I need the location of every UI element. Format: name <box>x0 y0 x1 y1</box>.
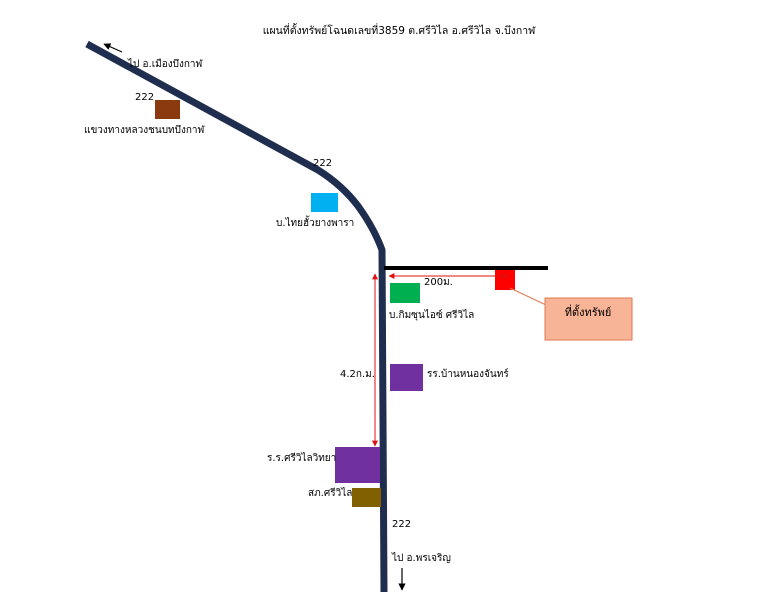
highway-222-road <box>85 40 388 593</box>
thai-rubber-label: บ.ไทยฮั้วยางพารา <box>276 215 354 229</box>
highway-district-marker <box>155 100 180 119</box>
arrow-to-bueng-kan-icon <box>103 43 123 53</box>
property-marker <box>495 270 515 290</box>
kim-soon-ai-marker <box>390 283 420 303</box>
route-number-curve: 222 <box>313 158 332 169</box>
sriwilai-police-marker <box>352 488 381 507</box>
direction-to-bueng-kan: ไป อ.เมืองบึงกาฬ <box>127 58 204 70</box>
property-callout-box <box>544 297 633 341</box>
highway-district-label: แขวงทางหลวงชนบทบึงกาฬ <box>84 124 206 136</box>
main-road-distance-label: 4.2ก.ม. <box>340 369 375 380</box>
route-number-top: 222 <box>135 92 154 103</box>
thai-rubber-marker <box>311 193 338 212</box>
property-callout-label: ที่ตั้งทรัพย์ <box>565 304 612 319</box>
side-road-distance-label: 200ม. <box>424 277 453 288</box>
sriwilai-wittaya-school-marker <box>335 447 380 483</box>
ban-nong-chan-school-marker <box>390 364 423 391</box>
sriwilai-police-label: สภ.ศรีวิไล <box>308 487 352 499</box>
ban-nong-chan-school-label: รร.บ้านหนองจันทร์ <box>427 368 509 380</box>
map-title: แผนที่ตั้งทรัพย์โฉนดเลขที่3859 ต.ศรีวิไล… <box>263 23 536 37</box>
route-number-bottom: 222 <box>392 519 411 530</box>
direction-to-phon-charoen: ไป อ.พรเจริญ <box>391 552 451 564</box>
sriwilai-wittaya-school-label: ร.ร.ศรีวิไลวิทยา <box>267 452 336 464</box>
kim-soon-ai-label: บ.กิมซุนไอซ์ ศรีวิไล <box>389 309 474 321</box>
property-callout-leader <box>509 287 547 306</box>
